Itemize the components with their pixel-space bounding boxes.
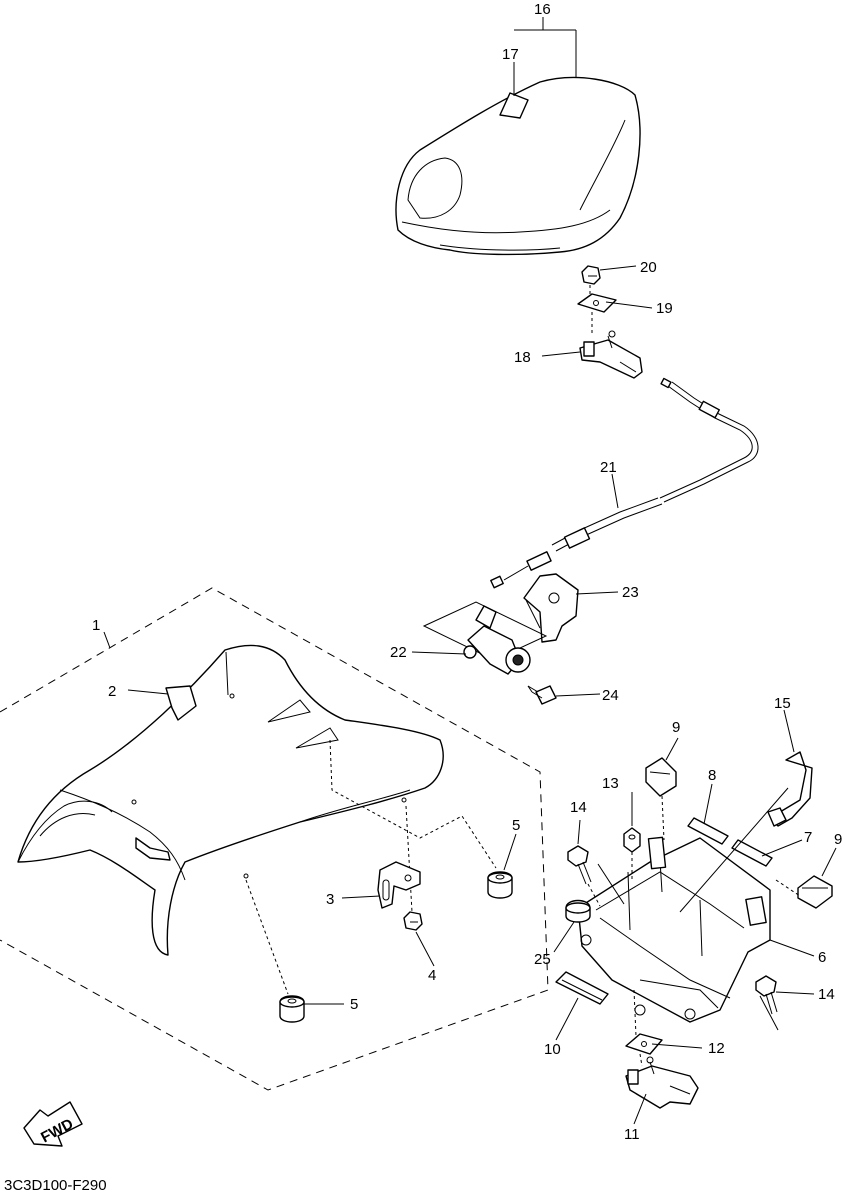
- plate-19: [577, 293, 617, 313]
- callout-2: 2: [108, 683, 116, 700]
- bolt-24: [527, 685, 557, 705]
- callout-5-right: 5: [512, 817, 520, 834]
- guide-seat-damper: [245, 879, 289, 995]
- callout-24: 24: [602, 687, 619, 704]
- damper-strip-8: [687, 817, 729, 845]
- callout-9-top: 9: [672, 719, 680, 736]
- damper-strip-7: [731, 839, 773, 867]
- fwd-arrow-icon: FWD: [23, 1101, 83, 1147]
- callout-9-right: 9: [834, 831, 842, 848]
- callout-3: 3: [326, 891, 334, 908]
- callout-14-left: 14: [570, 799, 587, 816]
- callout-19: 19: [656, 300, 673, 317]
- drawing-code: 3C3D100-F290: [4, 1177, 107, 1193]
- callout-1: 1: [92, 617, 100, 634]
- bracket-23: [523, 573, 579, 643]
- callout-14-right: 14: [818, 986, 835, 1003]
- callout-23: 23: [622, 584, 639, 601]
- nut-20: [581, 265, 601, 285]
- damper-5-left: [279, 995, 305, 1023]
- callout-17: 17: [502, 46, 519, 63]
- callout-7: 7: [804, 829, 812, 846]
- helmet-hook-15: [767, 751, 813, 827]
- rear-seat: [395, 76, 641, 256]
- bolt-14-right: [755, 975, 778, 1015]
- damper-9-top: [645, 757, 677, 797]
- guide-9-frame: [661, 795, 665, 841]
- callout-18: 18: [514, 349, 531, 366]
- callout-11: 11: [624, 1126, 640, 1143]
- damper-5-right: [487, 871, 513, 899]
- damper-strip-10: [555, 971, 609, 1005]
- main-seat: [17, 644, 444, 956]
- callout-5-left: 5: [350, 996, 358, 1013]
- seat-lock-11: [625, 1056, 699, 1109]
- callout-8: 8: [708, 767, 716, 784]
- seat-lock-cable-21: [490, 377, 759, 589]
- nut-13: [623, 827, 641, 853]
- guide-12-11: [639, 1053, 643, 1067]
- callout-15: 15: [774, 695, 791, 712]
- callout-13: 13: [602, 775, 619, 792]
- rear-frame-6: [577, 836, 779, 1031]
- seat-assembly-frame: [0, 587, 549, 1091]
- cap-25: [565, 899, 591, 923]
- callout-25: 25: [534, 951, 551, 968]
- seat-lock-18: [579, 330, 643, 379]
- callout-20: 20: [640, 259, 657, 276]
- guide-hook: [679, 787, 789, 913]
- callout-21: 21: [600, 459, 617, 476]
- guide-frame-12: [633, 989, 637, 1037]
- damper-9-right: [797, 875, 833, 909]
- callout-16: 16: [534, 1, 551, 18]
- callout-10: 10: [544, 1041, 561, 1058]
- seat-bracket-3: [377, 861, 421, 909]
- callout-12: 12: [708, 1040, 725, 1057]
- key-lock-22: [422, 601, 548, 675]
- callout-22: 22: [390, 644, 407, 661]
- plate-12: [625, 1033, 663, 1055]
- leader-lines: [103, 17, 837, 1125]
- guide-seat-bracket: [405, 805, 413, 913]
- callout-numbers: 16 17 20 19 18 21 23 22 24 1 2 5 5 3 4 9…: [92, 1, 842, 1143]
- guide-14-left: [587, 883, 601, 907]
- seat-label-17: [499, 92, 529, 119]
- nut-4: [403, 911, 423, 931]
- callout-6: 6: [818, 949, 826, 966]
- callout-4: 4: [428, 967, 436, 984]
- bolt-14-left: [567, 845, 592, 885]
- guide-seat-rear: [329, 739, 497, 869]
- guide-9-right: [775, 879, 801, 897]
- seat-label-2: [165, 685, 197, 721]
